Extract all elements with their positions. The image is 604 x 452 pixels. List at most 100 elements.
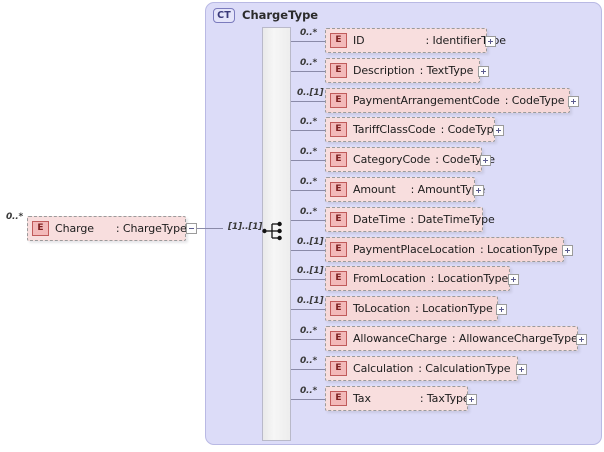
- element-node-allowancecharge[interactable]: E AllowanceCharge: AllowanceChargeType: [325, 326, 578, 351]
- element-expand-toggle[interactable]: [485, 36, 496, 47]
- element-expand-toggle[interactable]: [493, 125, 504, 136]
- element-name: PaymentPlaceLocation: [353, 243, 475, 256]
- element-label: DateTime: DateTimeType: [353, 213, 495, 226]
- element-separator: :: [451, 332, 459, 345]
- element-separator: :: [419, 64, 427, 77]
- element-badge: E: [330, 271, 347, 286]
- branch-connector-line: [291, 309, 325, 310]
- element-name: AllowanceCharge: [353, 332, 447, 345]
- element-badge: E: [330, 122, 347, 137]
- element-type: LocationType: [437, 272, 509, 285]
- branch-connector-line: [291, 369, 325, 370]
- element-label: FromLocation: LocationType: [353, 272, 508, 285]
- element-expand-toggle[interactable]: [496, 304, 507, 315]
- element-expand-toggle[interactable]: [562, 245, 573, 256]
- element-name: Description: [353, 64, 415, 77]
- element-label: AllowanceCharge: AllowanceChargeType: [353, 332, 578, 345]
- root-collapse-toggle[interactable]: [186, 223, 197, 234]
- element-type: TaxType: [426, 392, 470, 405]
- element-name: FromLocation: [353, 272, 426, 285]
- branch-connector-line: [291, 339, 325, 340]
- element-cardinality: 0..[1]: [297, 266, 324, 276]
- element-cardinality: 0..*: [300, 117, 318, 127]
- element-name: Calculation: [353, 362, 414, 375]
- branch-connector-line: [291, 220, 325, 221]
- element-cardinality: 0..[1]: [297, 296, 324, 306]
- element-separator: :: [410, 183, 418, 196]
- element-name: CategoryCode: [353, 153, 431, 166]
- element-expand-toggle[interactable]: [568, 96, 579, 107]
- element-badge: E: [330, 33, 347, 48]
- element-cardinality: 0..*: [300, 207, 318, 217]
- complex-type-badge: CT: [213, 7, 235, 23]
- element-badge: E: [330, 93, 347, 108]
- element-separator: :: [440, 123, 448, 136]
- element-cardinality: 0..*: [300, 386, 318, 396]
- root-element-label: Charge: ChargeType: [55, 222, 187, 235]
- element-expand-toggle[interactable]: [576, 334, 587, 345]
- element-label: PaymentPlaceLocation: LocationType: [353, 243, 558, 256]
- element-node-tariffclasscode[interactable]: E TariffClassCode: CodeType: [325, 117, 500, 142]
- element-node-tolocation[interactable]: E ToLocation: LocationType: [325, 296, 498, 321]
- element-expand-toggle[interactable]: [516, 364, 527, 375]
- element-type: TextType: [426, 64, 474, 77]
- complex-type-title: ChargeType: [242, 8, 319, 22]
- element-node-id[interactable]: E ID: IdentifierType: [325, 28, 506, 53]
- element-type: CodeType: [447, 123, 501, 136]
- element-node-paymentarrangementcode[interactable]: E PaymentArrangementCode: CodeType: [325, 88, 570, 113]
- element-node-categorycode[interactable]: E CategoryCode: CodeType: [325, 147, 495, 172]
- element-badge: E: [330, 361, 347, 376]
- element-separator: :: [415, 302, 423, 315]
- element-type: AllowanceChargeType: [458, 332, 578, 345]
- root-element-charge[interactable]: E Charge: ChargeType: [27, 216, 187, 241]
- element-expand-toggle[interactable]: [473, 185, 484, 196]
- element-expand-toggle[interactable]: [478, 66, 489, 77]
- branch-connector-line: [291, 279, 325, 280]
- element-node-tax[interactable]: E Tax: TaxType: [325, 386, 470, 411]
- sequence-compositor-icon[interactable]: [262, 220, 288, 242]
- element-badge: E: [330, 391, 347, 406]
- element-cardinality: 0..*: [300, 28, 318, 38]
- root-element-separator: :: [115, 222, 120, 235]
- element-cardinality: 0..*: [300, 326, 318, 336]
- element-label: CategoryCode: CodeType: [353, 153, 495, 166]
- element-node-fromlocation[interactable]: E FromLocation: LocationType: [325, 266, 510, 291]
- element-separator: :: [479, 243, 487, 256]
- element-type: DateTimeType: [417, 213, 495, 226]
- root-connector-line: [197, 228, 223, 229]
- element-name: ID: [353, 34, 365, 47]
- element-name: Amount: [353, 183, 396, 196]
- element-badge: E: [330, 152, 347, 167]
- element-badge: E: [330, 301, 347, 316]
- element-label: ToLocation: LocationType: [353, 302, 493, 315]
- element-label: TariffClassCode: CodeType: [353, 123, 500, 136]
- element-label: Amount: AmountType: [353, 183, 485, 196]
- element-separator: :: [425, 34, 433, 47]
- element-label: ID: IdentifierType: [353, 34, 506, 47]
- element-name: TariffClassCode: [353, 123, 436, 136]
- element-badge: E: [330, 331, 347, 346]
- branch-connector-line: [291, 250, 325, 251]
- branch-connector-line: [291, 160, 325, 161]
- element-expand-toggle[interactable]: [480, 155, 491, 166]
- complex-type-header: CT ChargeType: [213, 6, 318, 24]
- element-name: DateTime: [353, 213, 406, 226]
- element-expand-toggle[interactable]: [466, 394, 477, 405]
- branch-connector-line: [291, 130, 325, 131]
- root-element-name: Charge: [55, 222, 94, 235]
- compositor-cardinality: [1]..[1]: [228, 222, 263, 232]
- element-badge: E: [330, 242, 347, 257]
- element-separator: :: [435, 153, 443, 166]
- element-label: Tax: TaxType: [353, 392, 470, 405]
- element-separator: :: [418, 362, 426, 375]
- element-label: PaymentArrangementCode: CodeType: [353, 94, 564, 107]
- branch-connector-line: [291, 399, 325, 400]
- element-node-paymentplacelocation[interactable]: E PaymentPlaceLocation: LocationType: [325, 237, 564, 262]
- element-expand-toggle[interactable]: [508, 274, 519, 285]
- element-separator: :: [430, 272, 438, 285]
- element-type: CodeType: [511, 94, 565, 107]
